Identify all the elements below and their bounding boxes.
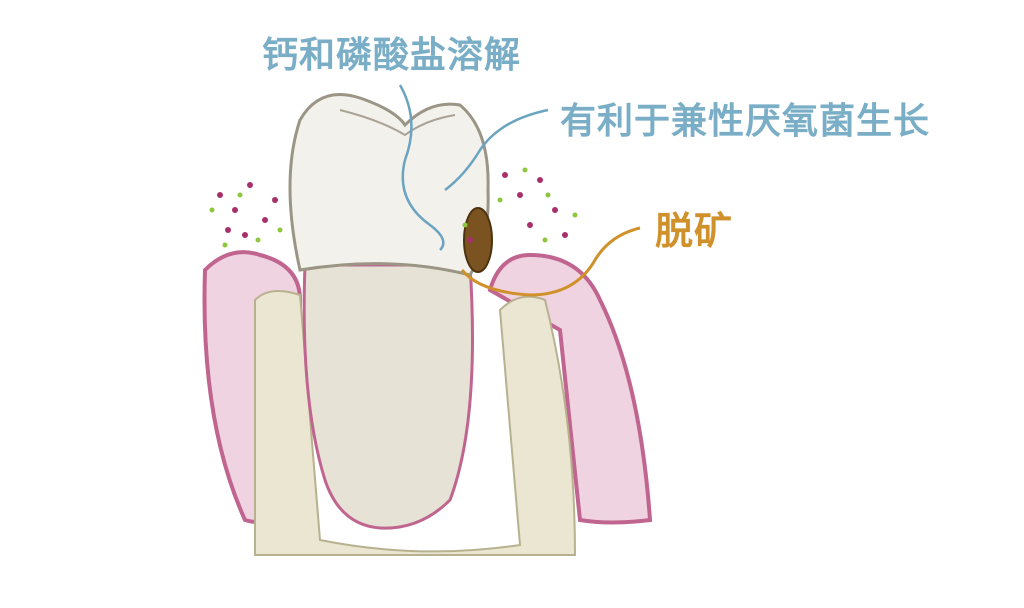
cavity bbox=[463, 207, 493, 273]
label-demineralization: 脱矿 bbox=[655, 209, 734, 253]
tooth-crown bbox=[288, 93, 490, 277]
bone bbox=[254, 290, 577, 556]
label-dissolution: 钙和磷酸盐溶解 bbox=[262, 35, 522, 76]
leader-line-dissolution bbox=[398, 84, 445, 251]
gum bbox=[487, 252, 653, 525]
leader-line-anaerobe bbox=[444, 108, 549, 191]
bacteria-left-green bbox=[209, 192, 283, 248]
bacteria-right bbox=[467, 172, 568, 243]
tooth-root bbox=[302, 263, 474, 530]
leader-line-demineralization bbox=[460, 226, 641, 297]
label-anaerobe-growth: 有利于兼性厌氧菌生长 bbox=[560, 101, 931, 142]
bacteria-right-green bbox=[462, 167, 578, 243]
bacteria-left bbox=[217, 182, 278, 238]
